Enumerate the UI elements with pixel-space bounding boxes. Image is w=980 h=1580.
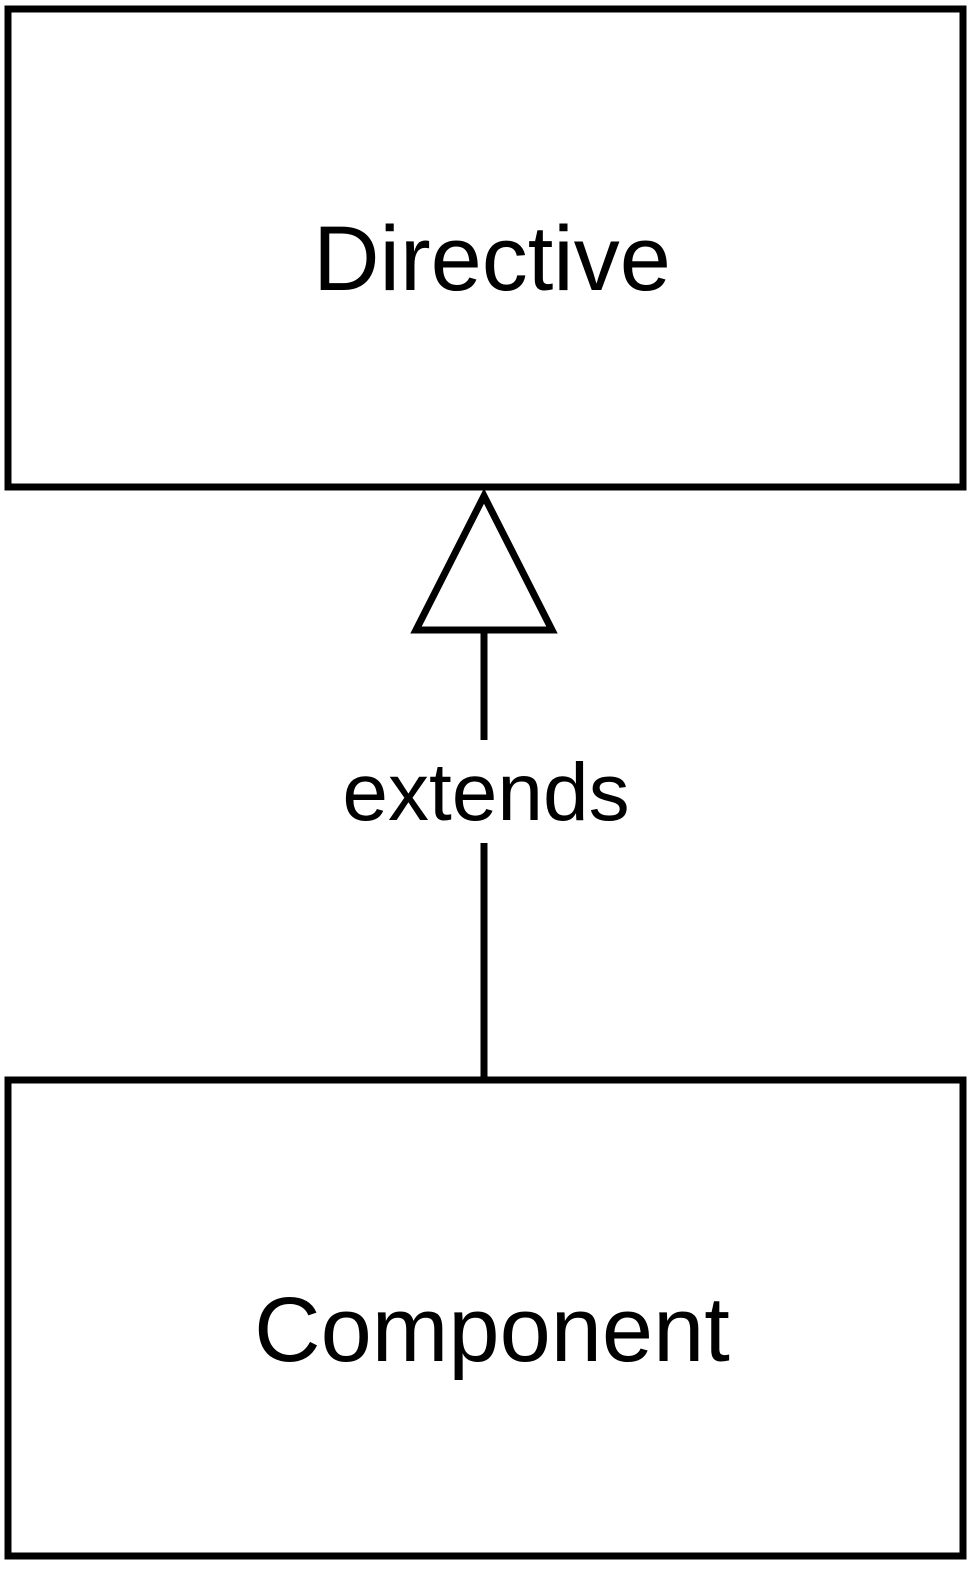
relationship-label-extends: extends xyxy=(342,747,629,838)
class-box-directive-border xyxy=(4,5,967,491)
inheritance-relationship: extends xyxy=(342,488,630,1080)
inheritance-arrowhead-triangle xyxy=(410,488,558,634)
class-box-component[interactable]: Component xyxy=(4,1076,967,1560)
class-box-component-border xyxy=(4,1076,967,1560)
class-name-component: Component xyxy=(254,1279,730,1381)
class-name-directive: Directive xyxy=(313,208,671,310)
class-box-directive[interactable]: Directive xyxy=(4,5,967,491)
